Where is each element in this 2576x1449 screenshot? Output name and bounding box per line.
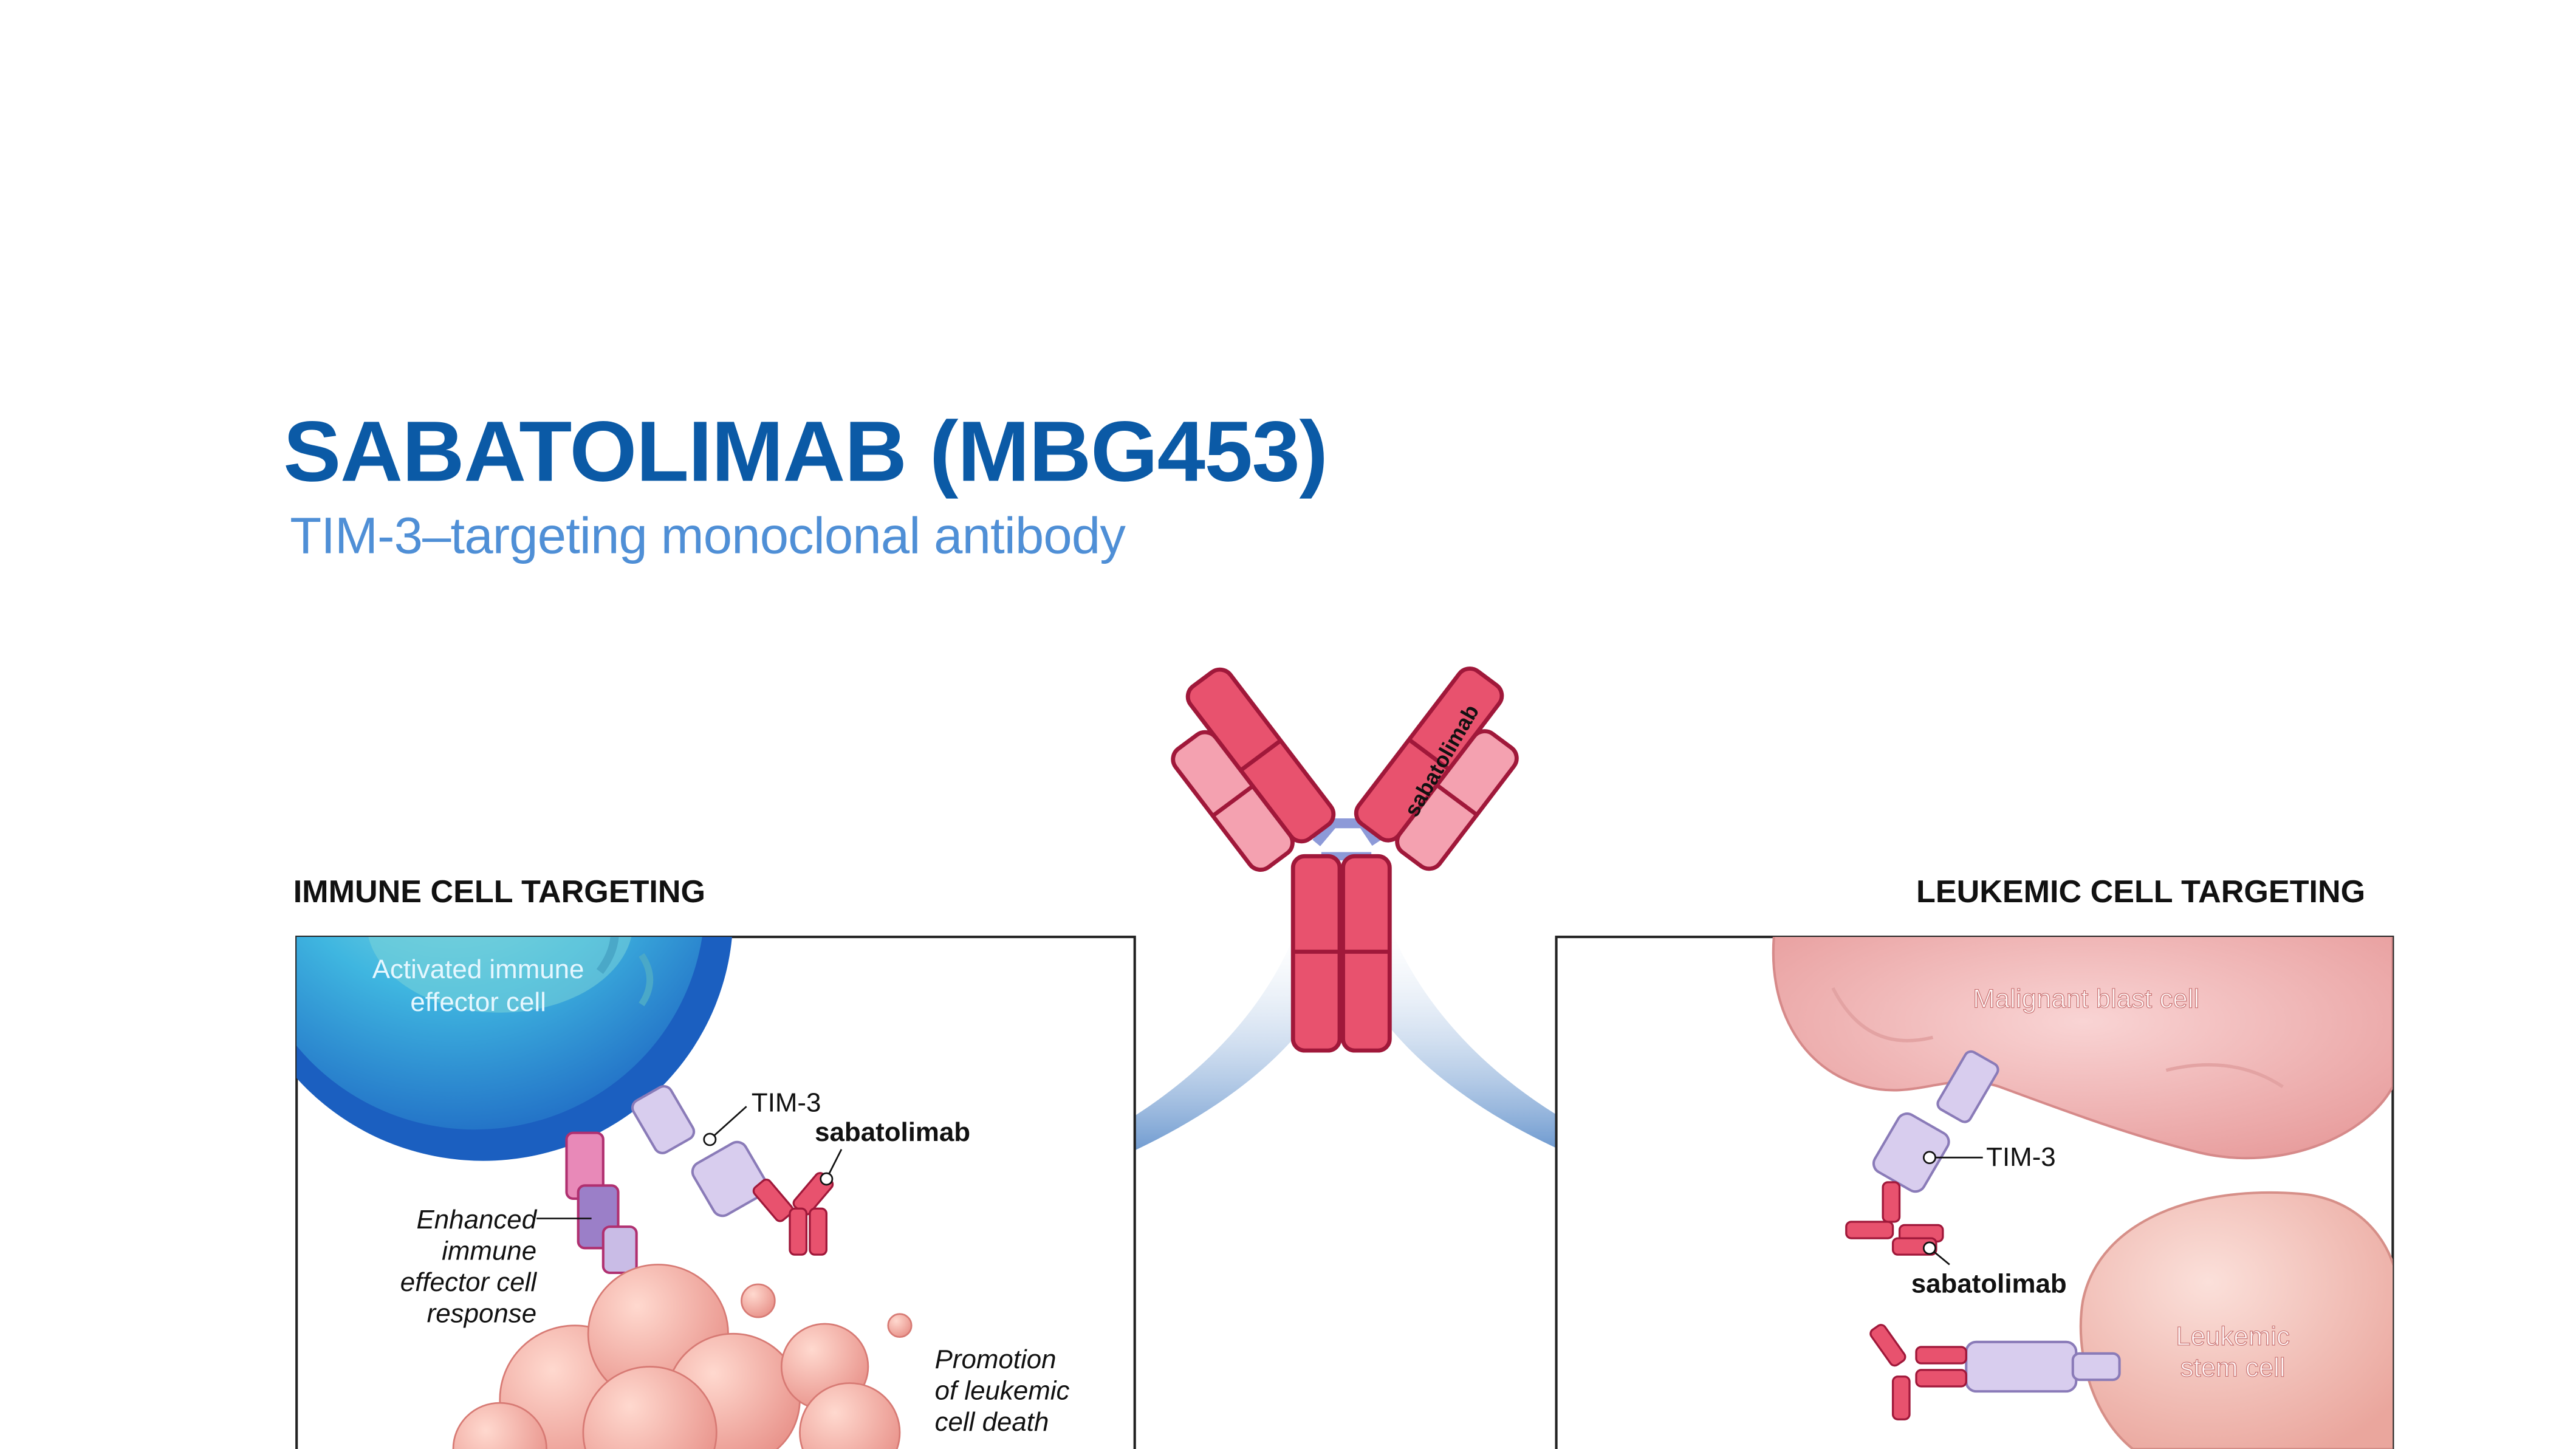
stem-cell-label-2: stem cell xyxy=(2180,1354,2286,1383)
immune-effector-cell xyxy=(296,937,732,1161)
blast-cell-label: Malignant blast cell xyxy=(1973,985,2199,1014)
death-label-3: cell death xyxy=(935,1408,1049,1437)
response-label-1: Enhanced xyxy=(417,1205,538,1235)
response-label-4: response xyxy=(427,1300,536,1329)
immune-cell-label-2: effector cell xyxy=(410,988,546,1017)
sabatolimab-label-right: sabatolimab xyxy=(1911,1270,2067,1299)
immune-cell-label-1: Activated immune xyxy=(372,955,584,984)
tim3-receptor-left xyxy=(631,1084,769,1218)
right-panel-heading: LEUKEMIC CELL TARGETING xyxy=(1916,875,2366,911)
tim3-receptor-right xyxy=(1872,1050,1999,1193)
leukemic-stem-cell xyxy=(2079,1191,2393,1449)
malignant-blast-cell xyxy=(1772,937,2393,1160)
tim3-label-left: TIM-3 xyxy=(752,1089,821,1118)
arrow-to-leukemic-panel xyxy=(1358,930,1792,1214)
tim3-receptor-stem xyxy=(1965,1340,2121,1393)
response-label-3: effector cell xyxy=(400,1268,538,1297)
response-label-2: immune xyxy=(442,1237,536,1266)
left-panel-heading: IMMUNE CELL TARGETING xyxy=(293,875,706,911)
sabatolimab-antibody xyxy=(1171,666,1519,1053)
death-label-1: Promotion xyxy=(935,1345,1057,1374)
arrow-to-immune-panel xyxy=(908,930,1334,1219)
page-subtitle: TIM-3–targeting monoclonal antibody xyxy=(290,507,1126,565)
immune-receptor xyxy=(565,1131,638,1275)
bound-sabatolimab-stem xyxy=(1869,1324,1967,1420)
stem-cell-label-1: Leukemic xyxy=(2176,1322,2290,1351)
death-label-2: of leukemic xyxy=(935,1377,1070,1406)
tim3-label-right: TIM-3 xyxy=(1986,1143,2056,1172)
sabatolimab-label-left: sabatolimab xyxy=(815,1118,970,1147)
page-title: SABATOLIMAB (MBG453) xyxy=(283,405,1328,501)
leukemic-cell-cluster xyxy=(452,1264,913,1449)
